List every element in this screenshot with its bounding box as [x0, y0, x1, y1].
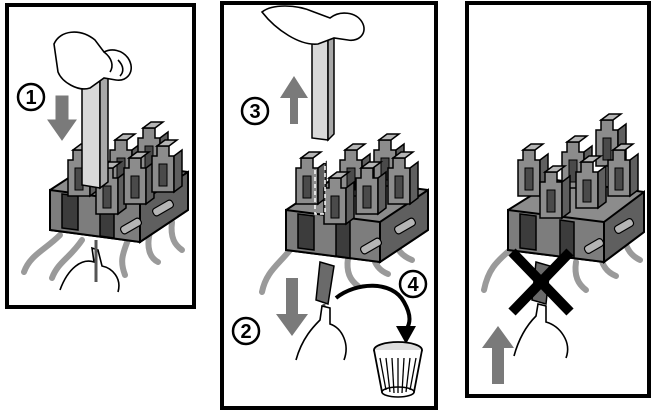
- panel-insert: 1: [7, 5, 194, 307]
- waste-bin-icon: [374, 342, 422, 397]
- step-badge-4: 4: [400, 271, 426, 297]
- connector-housing: [286, 134, 428, 262]
- step-badge-1: 1: [18, 84, 44, 110]
- step-number: 3: [249, 101, 260, 123]
- panel-extract: 3 2 4: [222, 3, 436, 408]
- panel-wrong: [467, 3, 649, 396]
- step-number: 2: [240, 321, 251, 343]
- step-badge-3: 3: [242, 98, 268, 124]
- step-number: 1: [25, 87, 36, 109]
- step-number: 4: [407, 274, 419, 296]
- step-badge-2: 2: [233, 318, 259, 344]
